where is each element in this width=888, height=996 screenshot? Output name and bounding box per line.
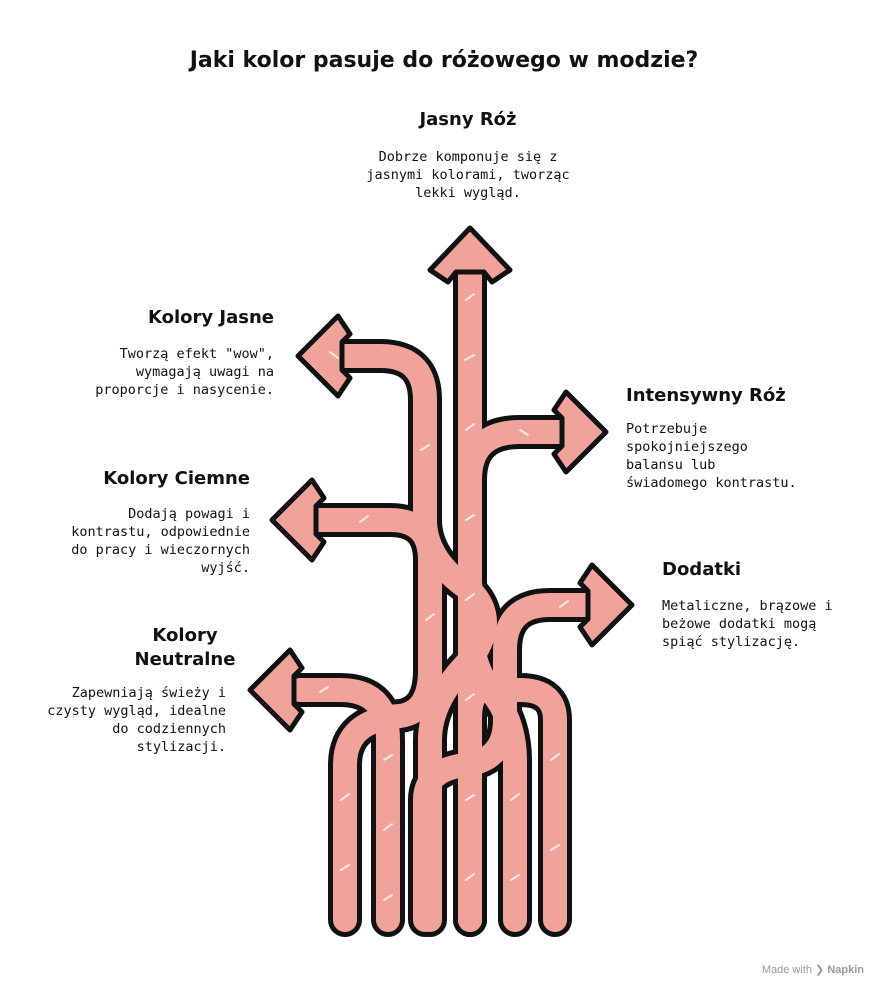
napkin-logo-icon: ❯ [815,964,825,976]
heading-kolory-neutralne: Kolory Neutralne [134,625,236,670]
description-intensywny-roz: Potrzebuje spokojniejszego balansu lub ś… [626,421,797,491]
heading-jasny-roz: Jasny Róż [419,109,517,130]
arrowhead-kolory-ciemne [269,477,327,563]
footer-prefix: Made with [761,964,812,976]
description-jasny-roz: Dobrze komponuje się z jasnymi kolorami,… [366,149,570,201]
arrowhead-kolory-jasne [295,313,353,399]
arrowhead-kolory-neutralne [247,647,305,733]
footer-brand: Napkin [827,964,864,976]
heading-kolory-ciemne: Kolory Ciemne [103,468,250,489]
description-kolory-ciemne: Dodają powagi i kontrastu, odpowiednie d… [71,506,250,576]
arrowhead-jasny-roz [427,225,513,285]
arrowhead-dodatki [577,562,635,648]
arrowhead-intensywny-roz [551,389,609,475]
description-kolory-neutralne: Zapewniają świeży i czysty wygląd, ideal… [47,685,226,755]
description-dodatki: Metaliczne, brązowe i beżowe dodatki mog… [662,598,833,650]
heading-dodatki: Dodatki [662,559,742,580]
heading-intensywny-roz: Intensywny Róż [626,385,786,406]
made-with-napkin-footer[interactable]: Made with ❯ Napkin [762,963,864,976]
description-kolory-jasne: Tworzą efekt "wow", wymagają uwagi na pr… [95,346,274,398]
heading-kolory-jasne: Kolory Jasne [148,307,274,328]
diagram-title: Jaki kolor pasuje do różowego w modzie? [189,48,699,73]
